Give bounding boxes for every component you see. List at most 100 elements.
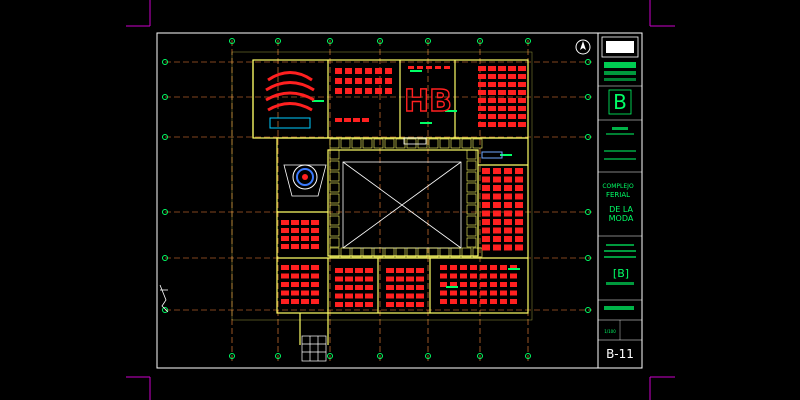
grid-marker-icon [162, 307, 168, 313]
seat [450, 265, 457, 270]
seat [406, 293, 414, 299]
seat [291, 220, 299, 225]
grid-marker-icon [585, 134, 591, 140]
seat [498, 106, 506, 111]
seat [301, 265, 309, 270]
seat [504, 244, 512, 251]
seat [355, 285, 363, 290]
column-block [466, 193, 477, 204]
seat [440, 282, 447, 287]
seat [406, 268, 414, 273]
building-outline [252, 59, 529, 345]
seat [515, 185, 523, 191]
column-block [329, 182, 340, 193]
seat [355, 276, 363, 282]
seat [518, 90, 526, 95]
grid-marker-icon [229, 38, 235, 44]
seat [488, 106, 496, 111]
seat [498, 114, 506, 119]
seat [365, 293, 373, 299]
seat [385, 78, 392, 84]
seat [515, 202, 523, 208]
seat [396, 285, 404, 290]
central-courtyard [342, 161, 462, 249]
signage-mark [445, 110, 457, 112]
scale-value: 1/100 [604, 329, 616, 334]
seat [365, 302, 373, 307]
seat [490, 265, 497, 270]
column-block [351, 138, 362, 149]
grid-marker-icon [327, 38, 333, 44]
grid-marker-icon [377, 353, 383, 359]
seat [311, 228, 319, 233]
seat [518, 114, 526, 119]
seat [508, 98, 516, 103]
seat [385, 88, 392, 94]
seat [450, 290, 457, 296]
seat [504, 185, 512, 191]
seat [335, 78, 342, 84]
column-block [439, 247, 450, 258]
seat [345, 285, 353, 290]
seat [493, 227, 501, 234]
seat [311, 236, 319, 241]
seat [281, 244, 289, 249]
seat [470, 299, 477, 304]
seat [416, 276, 424, 282]
seat [482, 227, 490, 234]
seat [344, 118, 351, 122]
column-block [428, 247, 439, 258]
seat [498, 74, 506, 79]
signage-mark [508, 268, 520, 270]
furniture-layout [281, 66, 526, 307]
seat [396, 293, 404, 299]
seat [500, 265, 507, 270]
circular-display-icon [283, 164, 327, 197]
seat [504, 236, 512, 242]
seat [504, 193, 512, 200]
seat [345, 302, 353, 307]
seat [510, 299, 517, 304]
seat [301, 236, 309, 241]
seat [510, 265, 517, 270]
seat [408, 66, 414, 69]
seat [406, 285, 414, 290]
grid-marker-icon [162, 134, 168, 140]
reception-desk [403, 137, 427, 145]
seat [482, 210, 490, 217]
seat [450, 273, 457, 279]
column-block [384, 138, 395, 149]
seat [500, 290, 507, 296]
subject-line-2: MODA [609, 214, 634, 223]
seat [488, 74, 496, 79]
sheet-number: B-11 [606, 347, 634, 361]
signage-mark [410, 70, 422, 72]
room-label-hb: HB [404, 84, 452, 119]
seat [335, 276, 343, 282]
seat [355, 293, 363, 299]
column-block [472, 138, 483, 149]
seat [353, 118, 360, 122]
seat [515, 236, 523, 242]
seat [478, 90, 486, 95]
seat [386, 276, 394, 282]
seat [386, 268, 394, 273]
subject-line-1: DE LA [609, 205, 633, 214]
seat [500, 299, 507, 304]
seat [365, 268, 373, 273]
seat [480, 299, 487, 304]
seat [450, 282, 457, 287]
seat [493, 202, 501, 208]
seat [311, 299, 319, 304]
seat [355, 268, 363, 273]
seat [417, 66, 423, 69]
seat [335, 88, 342, 94]
column-block [329, 149, 340, 160]
project-line-2: FERIAL [606, 191, 630, 199]
grid-marker-icon [425, 38, 431, 44]
seat [478, 82, 486, 87]
seat [478, 98, 486, 103]
seat [510, 273, 517, 279]
grid-marker-icon [162, 94, 168, 100]
signage-mark [500, 154, 512, 156]
